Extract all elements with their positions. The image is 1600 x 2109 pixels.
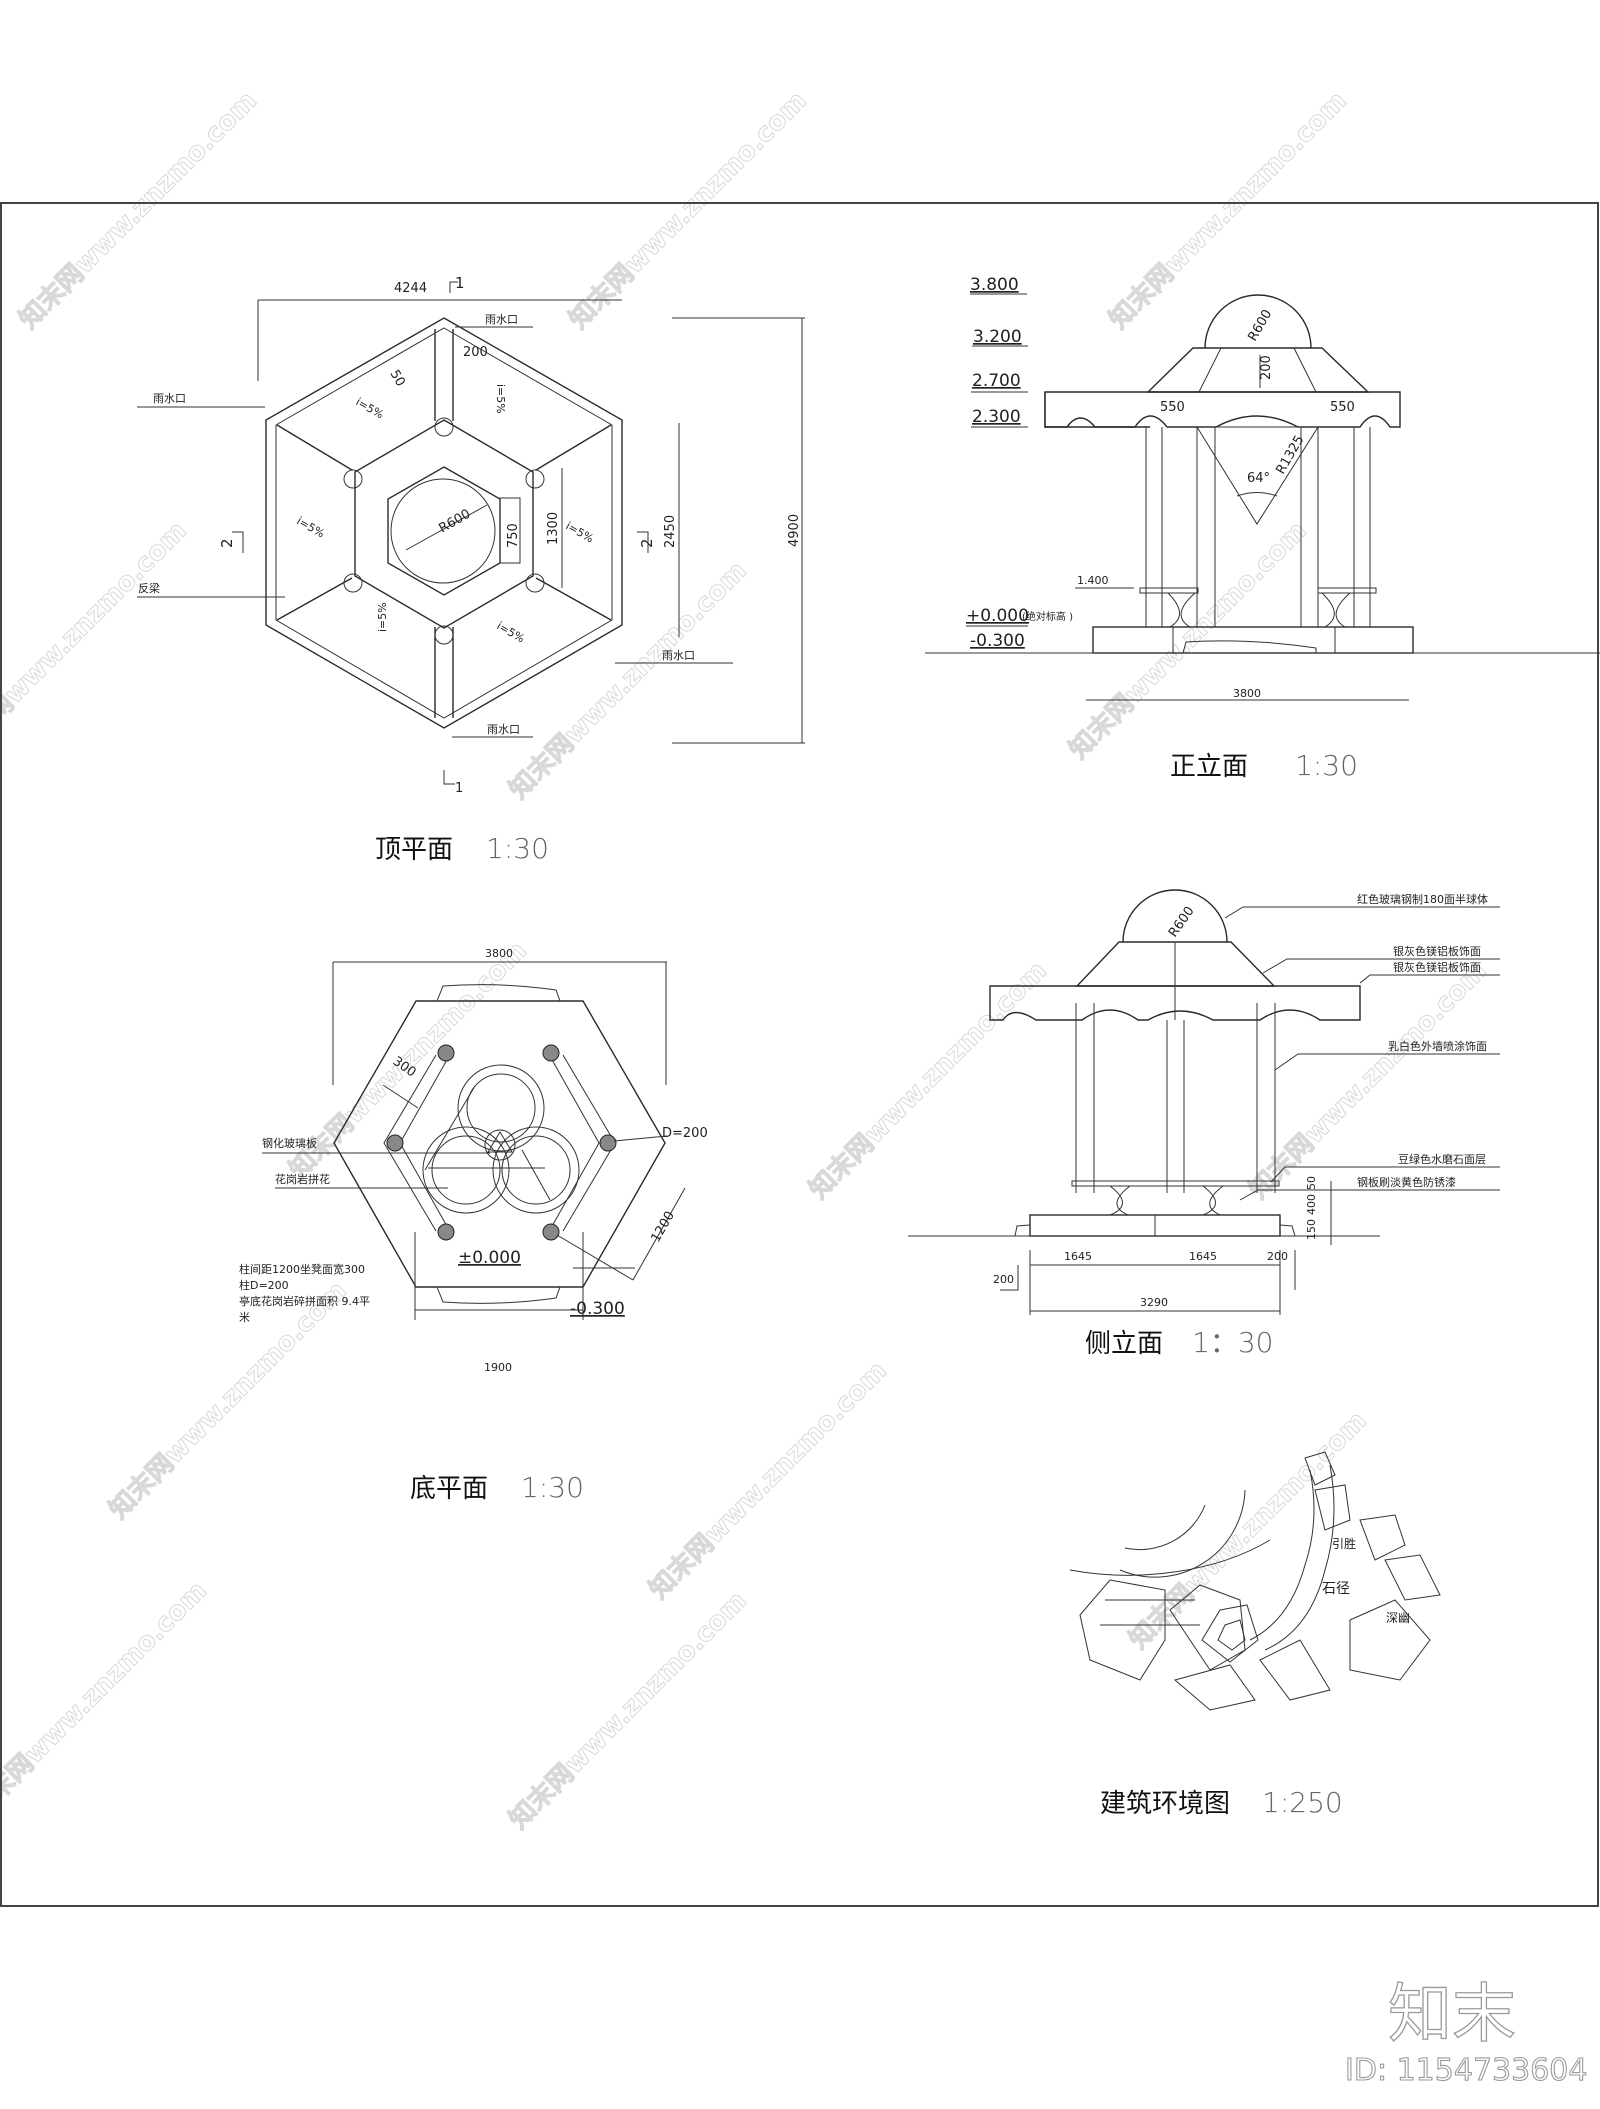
bottom-plan-drawing <box>262 961 686 1320</box>
dim-front-left-w: 550 <box>1160 400 1185 415</box>
slope-label-5: i=5% <box>376 602 389 632</box>
label-tempered-glass: 钢化玻璃板 <box>262 1136 317 1150</box>
dim-side-radius: R600 <box>1166 904 1198 940</box>
dim-top-width: 4244 <box>394 281 427 296</box>
side-elevation-scale: 1：30 <box>1192 1326 1273 1359</box>
dim-top-height-total: 4900 <box>787 514 802 547</box>
level-0000: +0.000 <box>966 606 1029 626</box>
level-1400: 1.400 <box>1077 574 1109 587</box>
slope-label-3: i=5% <box>295 514 327 540</box>
callout-red-hemisphere: 红色玻璃钢制180面半球体 <box>1357 892 1488 906</box>
label-rain-outlet-4: 雨水口 <box>487 723 520 736</box>
dim-side-edge-right: 200 <box>1267 1250 1288 1263</box>
dim-front-right-w: 550 <box>1330 400 1355 415</box>
bottom-note-4: 米 <box>239 1311 250 1324</box>
front-elevation-title: 正立面 <box>1170 752 1248 782</box>
level-3800: 3.800 <box>970 275 1019 295</box>
site-plan-drawing <box>1069 1451 1441 1711</box>
label-reverse-beam: 反梁 <box>138 581 160 595</box>
dim-front-radius-top: R600 <box>1245 307 1275 344</box>
svg-text:知末网www.znzmo.com: 知末网www.znzmo.com <box>804 956 1053 1205</box>
label-rain-outlet-1: 雨水口 <box>153 392 186 405</box>
dim-side-edge-left: 200 <box>993 1273 1014 1286</box>
level-minus-0300: -0.300 <box>970 631 1025 651</box>
slope-label-6: i=5% <box>495 619 527 645</box>
side-elevation-title: 侧立面 <box>1085 1329 1163 1359</box>
svg-text:知末网www.znzmo.com: 知末网www.znzmo.com <box>1104 86 1353 335</box>
sheet-border <box>0 202 1599 1907</box>
dim-side-left: 1645 <box>1064 1250 1092 1263</box>
svg-text:知末网www.znzmo.com: 知末网www.znzmo.com <box>644 1356 893 1605</box>
bottom-level-minus: -0.300 <box>570 1299 625 1319</box>
dim-top-eave: 50 <box>387 368 408 390</box>
dim-top-radius: R600 <box>437 507 474 537</box>
site-label-stone-path: 石径 <box>1322 1581 1350 1597</box>
svg-text:知末网www.znzmo.com: 知末网www.znzmo.com <box>104 1276 353 1525</box>
dim-top-inner: 1300 <box>546 512 561 545</box>
dim-side-right: 1645 <box>1189 1250 1217 1263</box>
svg-text:知末网www.znzmo.com: 知末网www.znzmo.com <box>1244 956 1493 1205</box>
absolute-level-note: (绝对标高 ) <box>1022 610 1073 623</box>
section-mark-2-left: 2 <box>218 538 236 548</box>
site-plan-scale: 1:250 <box>1262 1786 1343 1819</box>
callout-silver-panel-1: 银灰色镁铝板饰面 <box>1393 944 1481 958</box>
dim-top-inner-small: 750 <box>506 523 521 548</box>
dim-bottom-edge: 1900 <box>484 1361 512 1374</box>
svg-text:知末网www.znzmo.com: 知末网www.znzmo.com <box>1064 516 1313 765</box>
level-2700: 2.700 <box>972 371 1021 391</box>
top-plan-title: 顶平面 <box>375 835 453 865</box>
brand-id: ID: 1154733604 <box>1345 2053 1587 2088</box>
dim-top-beam: 200 <box>463 345 488 360</box>
label-rain-outlet-2: 雨水口 <box>485 313 518 326</box>
svg-text:知末网www.znzmo.com: 知末网www.znzmo.com <box>504 1586 753 1835</box>
svg-text:知末网www.znzmo.com: 知末网www.znzmo.com <box>0 516 193 765</box>
dim-side-h50: 50 <box>1305 1176 1318 1190</box>
dim-top-height-mid: 2450 <box>663 515 678 548</box>
callout-steel-plate: 钢板刷淡黄色防锈漆 <box>1357 1175 1456 1189</box>
svg-text:知末网www.znzmo.com: 知末网www.znzmo.com <box>14 86 263 335</box>
svg-text:知末网www.znzmo.com: 知末网www.znzmo.com <box>564 86 813 335</box>
svg-text:知末网www.znzmo.com: 知末网www.znzmo.com <box>504 556 753 805</box>
site-label-entrance: 引胜 <box>1332 1536 1356 1551</box>
dim-bottom-width: 3800 <box>485 947 513 960</box>
bottom-note-3: 亭底花岗岩碎拼面积 9.4平 <box>239 1294 370 1308</box>
site-plan-title: 建筑环境图 <box>1100 1789 1230 1819</box>
callout-terrazzo: 豆绿色水磨石面层 <box>1398 1152 1486 1166</box>
dim-side-total: 3290 <box>1140 1296 1168 1309</box>
dim-front-angle: 64° <box>1247 471 1270 486</box>
dim-side-h400: 400 <box>1305 1194 1318 1215</box>
dim-bottom-column: D=200 <box>662 1126 708 1141</box>
label-rain-outlet-3: 雨水口 <box>662 649 695 662</box>
section-mark-2-right: 2 <box>638 538 656 548</box>
brand-logo: 知末 <box>1388 1978 1516 2052</box>
site-label-seclusion: 深幽 <box>1386 1611 1410 1625</box>
bottom-note-1: 柱间距1200坐凳面宽300 <box>239 1262 365 1276</box>
dim-bottom-span: 1200 <box>648 1209 678 1245</box>
bottom-plan-title: 底平面 <box>410 1474 488 1504</box>
section-mark-1-bottom: 1 <box>455 781 463 796</box>
side-elevation-drawing <box>908 889 1500 1315</box>
level-2300: 2.300 <box>972 407 1021 427</box>
top-plan-scale: 1:30 <box>486 832 549 865</box>
svg-text:知末网www.znzmo.com: 知末网www.znzmo.com <box>1124 1406 1373 1655</box>
top-plan-drawing <box>137 281 805 785</box>
bottom-level-zero: ±0.000 <box>458 1248 521 1268</box>
bottom-plan-scale: 1:30 <box>521 1471 584 1504</box>
dim-side-h150: 150 <box>1305 1219 1318 1240</box>
svg-text:知末网www.znzmo.com: 知末网www.znzmo.com <box>0 1576 213 1825</box>
callout-white-paint: 乳白色外墙喷涂饰面 <box>1388 1039 1487 1053</box>
front-elevation-scale: 1:30 <box>1295 749 1358 782</box>
dim-front-roof-h: 200 <box>1259 355 1274 380</box>
section-mark-1-top: 1 <box>455 274 465 292</box>
bottom-note-2: 柱D=200 <box>239 1278 289 1292</box>
level-3200: 3.200 <box>973 327 1022 347</box>
label-granite-pattern: 花岗岩拼花 <box>275 1172 330 1186</box>
front-elevation-drawing <box>925 293 1600 701</box>
slope-label-1: i=5% <box>354 395 386 421</box>
dim-front-base-w: 3800 <box>1233 687 1261 700</box>
callout-silver-panel-2: 银灰色镁铝板饰面 <box>1393 960 1481 974</box>
slope-label-2: i=5% <box>494 384 507 414</box>
slope-label-4: i=5% <box>564 519 596 545</box>
